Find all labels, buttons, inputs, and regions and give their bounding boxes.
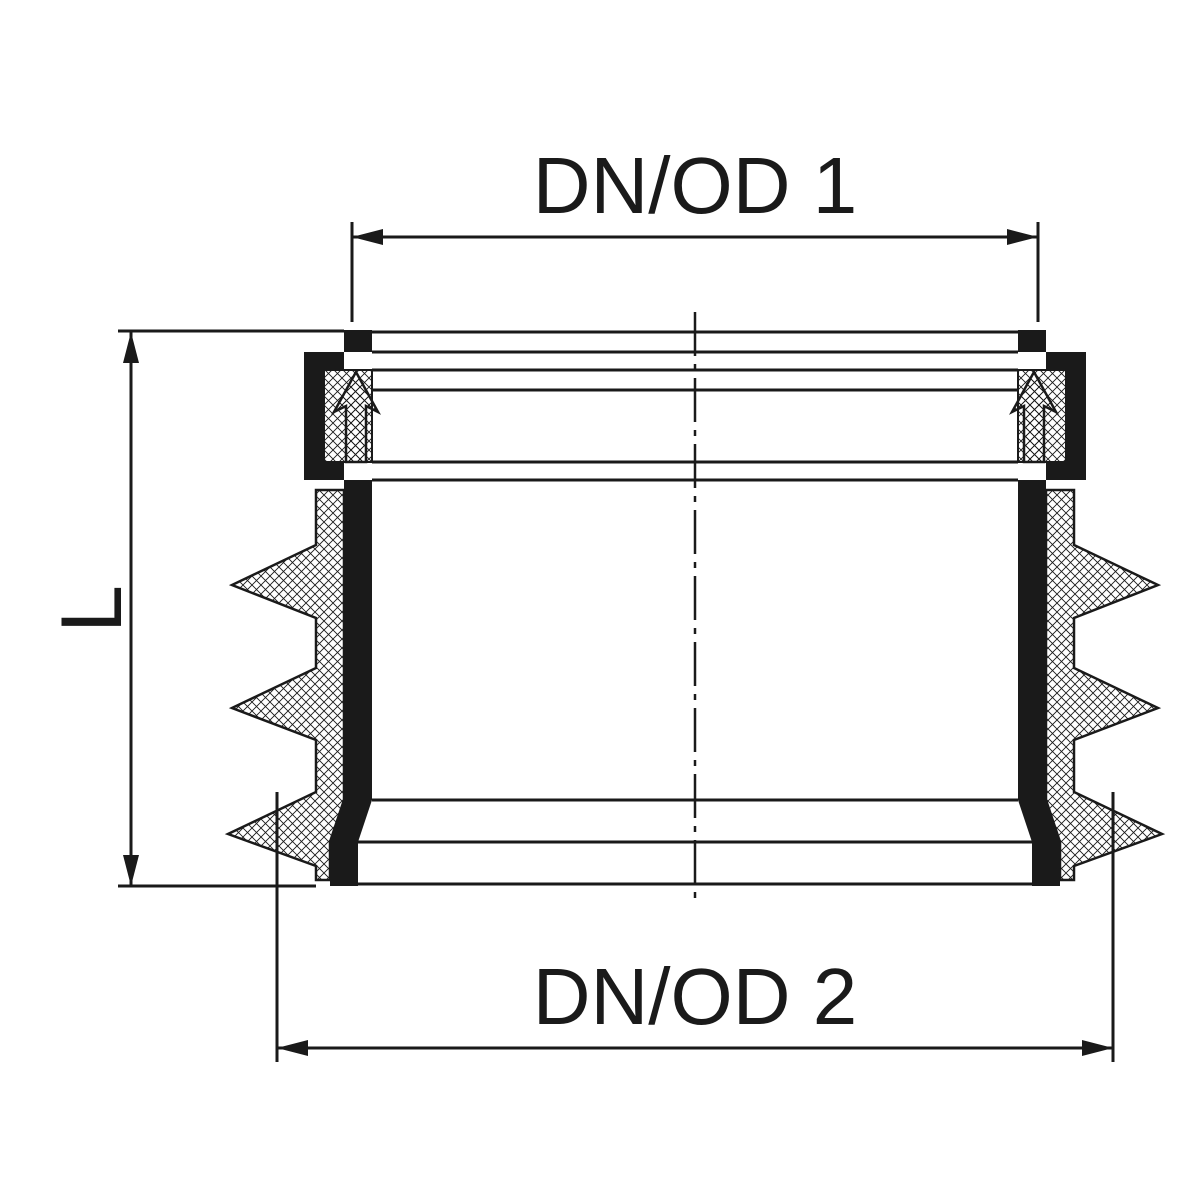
dimension-dnod1 (350, 222, 1040, 322)
dim-arrow-right (1007, 229, 1038, 245)
coupling-right-half (1010, 328, 1164, 888)
coupling-left-half (226, 328, 380, 888)
dim-arrow-left (277, 1040, 308, 1056)
dim-label-dnod2: DN/OD 2 (533, 952, 858, 1041)
dim-arrow-right (1082, 1040, 1113, 1056)
dimension-length (118, 329, 344, 888)
dim-label-length: L (44, 585, 140, 633)
dim-label-dnod1: DN/OD 1 (533, 141, 858, 230)
dimension-dnod2 (275, 792, 1115, 1062)
dim-arrow-top (123, 332, 139, 363)
dim-arrow-left (352, 229, 383, 245)
dim-arrow-bottom (123, 855, 139, 886)
